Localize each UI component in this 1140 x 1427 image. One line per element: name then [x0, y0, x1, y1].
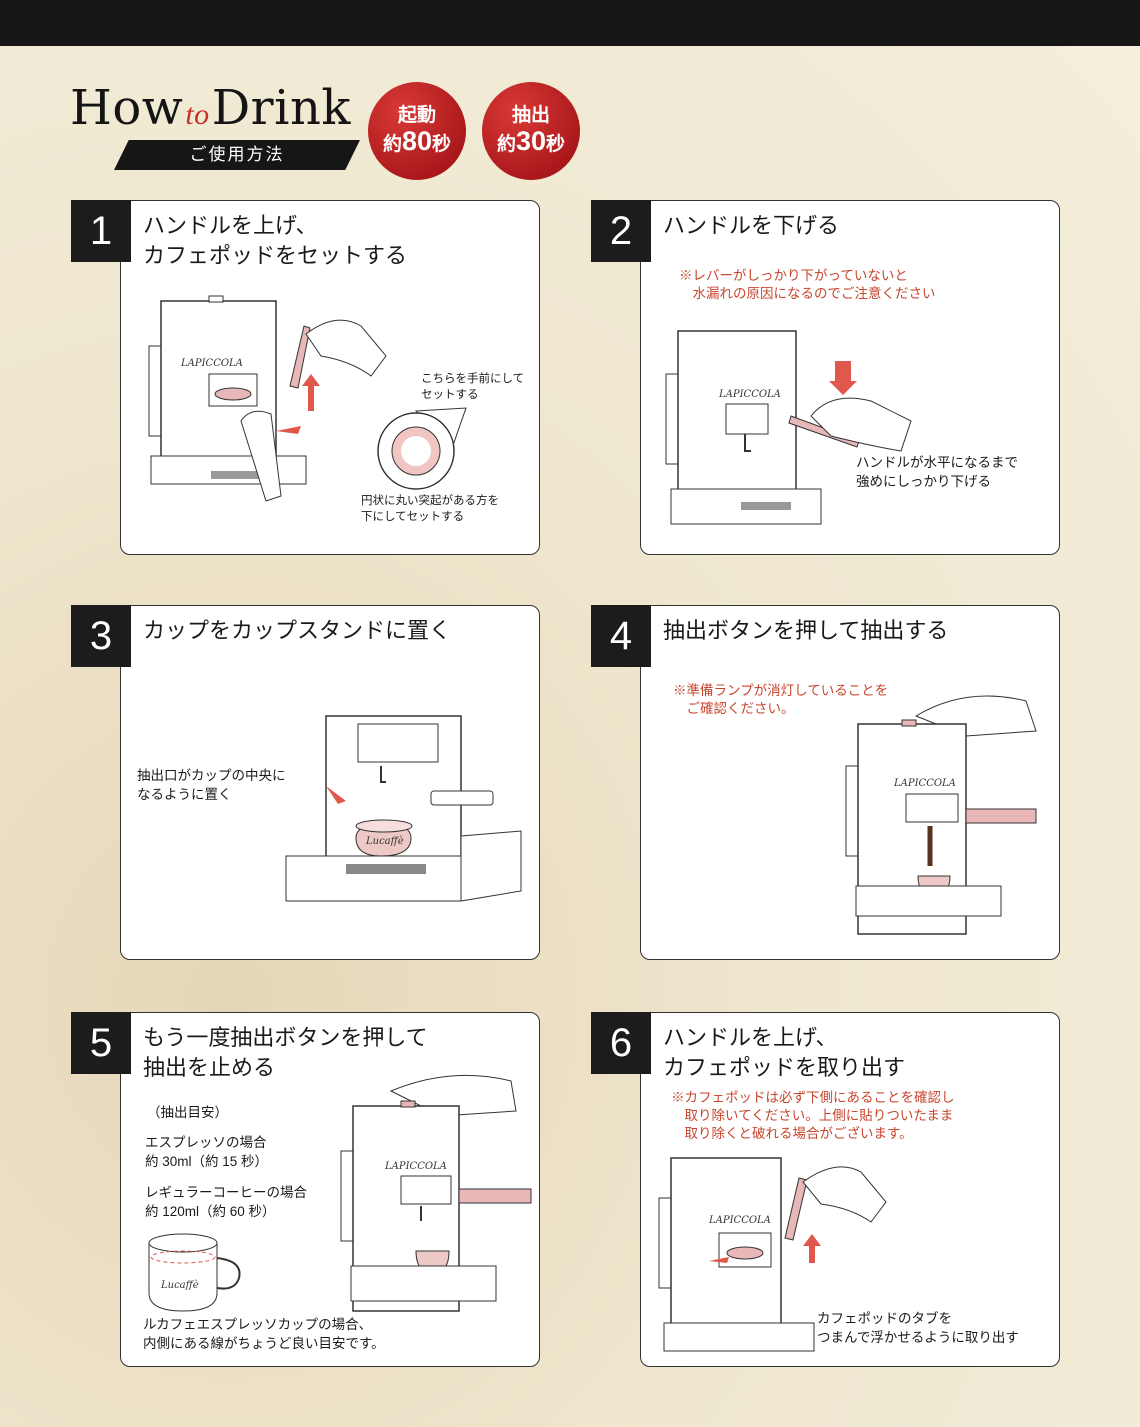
machine-brand: LAPICCOLA: [718, 389, 781, 400]
top-bar: [0, 0, 1140, 46]
lift-handle-illustration: [276, 319, 387, 434]
badge-extraction: 抽出 約30秒: [482, 82, 580, 180]
lift-handle-illustration: [784, 1166, 887, 1263]
coffee-machine-brewing-illustration: LAPICCOLA: [845, 695, 1037, 935]
step-2-number: 2: [591, 200, 651, 262]
step-5-caption: ルカフェエスプレッソカップの場合、 内側にある線がちょうど良い目安です。: [143, 1317, 385, 1351]
up-arrow-icon: [302, 374, 320, 411]
step-2-title: ハンドルを下げる: [663, 213, 840, 238]
step-2-note: ※レバーがしっかり下がっていないと 水漏れの原因になるのでご注意ください: [679, 268, 936, 301]
cup-brand: Lucaffè: [365, 836, 404, 847]
step-1-title: ハンドルを上げ、 カフェポッドをセットする: [143, 213, 408, 268]
logo-title: HowtoDrink: [70, 82, 351, 141]
caffe-pod-illustration: [377, 407, 467, 490]
step-5-guide-espresso: エスプレッソの場合 約 30ml（約 15 秒）: [145, 1135, 269, 1169]
step-3-panel: 3 カップをカップスタンドに置く 抽出口がカップの中央に なるように置く Luc…: [71, 605, 540, 960]
badge-startup-time: 約80秒: [382, 126, 452, 156]
step-4-title: 抽出ボタンを押して抽出する: [663, 618, 949, 643]
step-3-caption: 抽出口がカップの中央に なるように置く: [137, 768, 286, 802]
how-to-drink-logo: HowtoDrink ご使用方法: [70, 82, 360, 172]
espresso-cup-illustration: Lucaffè: [148, 1233, 241, 1312]
coffee-machine-remove-pod-illustration: LAPICCOLA: [658, 1157, 815, 1352]
step-6-caption: カフェポッドのタブを つまんで浮かせるように取り出す: [817, 1311, 1019, 1345]
step-2-caption: ハンドルが水平になるまで 強めにしっかり下げる: [856, 455, 1018, 489]
step-5-title: もう一度抽出ボタンを押して 抽出を止める: [143, 1025, 428, 1080]
machine-brand: LAPICCOLA: [893, 778, 956, 789]
step-4-panel: 4 抽出ボタンを押して抽出する ※準備ランプが消灯していることを ご確認ください…: [591, 605, 1060, 960]
step-5-guide-heading: （抽出目安）: [147, 1105, 228, 1120]
badge-extraction-label: 抽出: [511, 105, 550, 126]
coffee-machine-illustration: LAPICCOLA: [665, 330, 822, 525]
machine-brand: LAPICCOLA: [708, 1215, 771, 1226]
step-5-number: 5: [71, 1012, 131, 1074]
badge-startup-label: 起動: [397, 105, 436, 126]
step-5-guide-regular: レギュラーコーヒーの場合 約 120ml（約 60 秒）: [145, 1185, 307, 1219]
step-3-title: カップをカップスタンドに置く: [143, 618, 452, 643]
up-arrow-icon: [803, 1234, 821, 1263]
coffee-machine-stop-illustration: LAPICCOLA: [340, 1074, 532, 1312]
pointer-arrow-icon: [326, 786, 346, 804]
right-arrow-icon: [276, 426, 301, 434]
logo-drink: Drink: [211, 80, 351, 136]
step-1-callout-bottom: 円状に丸い突起がある方を 下にしてセットする: [361, 495, 499, 523]
coffee-machine-illustration: LAPICCOLA: [148, 295, 307, 502]
down-arrow-icon: [829, 361, 857, 395]
logo-how: How: [70, 80, 184, 136]
step-1-panel: 1 ハンドルを上げ、 カフェポッドをセットする LAPICCOLA こちらを手前…: [71, 200, 540, 555]
cup-brand: Lucaffè: [160, 1280, 199, 1291]
step-5-panel: 5 もう一度抽出ボタンを押して 抽出を止める （抽出目安） エスプレッソの場合 …: [71, 1012, 540, 1367]
lower-handle-illustration: [788, 361, 912, 452]
badge-startup: 起動 約80秒: [368, 82, 466, 180]
logo-subtitle: ご使用方法: [114, 140, 360, 170]
step-2-panel: 2 ハンドルを下げる ※レバーがしっかり下がっていないと 水漏れの原因になるので…: [591, 200, 1060, 555]
machine-brand: LAPICCOLA: [180, 358, 243, 369]
machine-brand: LAPICCOLA: [384, 1161, 447, 1172]
step-6-note: ※カフェポッドは必ず下側にあることを確認し 取り除いてください。上側に貼りついた…: [671, 1090, 955, 1141]
step-1-number: 1: [71, 200, 131, 262]
left-arrow-icon: [709, 1257, 729, 1263]
step-1-callout-front: こちらを手前にして セットする: [421, 373, 525, 401]
step-6-title: ハンドルを上げ、 カフェポッドを取り出す: [663, 1025, 906, 1080]
badge-extraction-time: 約30秒: [496, 126, 566, 156]
cup-stand-illustration: Lucaffè: [285, 715, 522, 902]
step-6-number: 6: [591, 1012, 651, 1074]
step-4-note: ※準備ランプが消灯していることを ご確認ください。: [673, 683, 889, 716]
step-3-number: 3: [71, 605, 131, 667]
step-6-panel: 6 ハンドルを上げ、 カフェポッドを取り出す ※カフェポッドは必ず下側にあること…: [591, 1012, 1060, 1367]
logo-to: to: [185, 98, 210, 131]
step-4-number: 4: [591, 605, 651, 667]
